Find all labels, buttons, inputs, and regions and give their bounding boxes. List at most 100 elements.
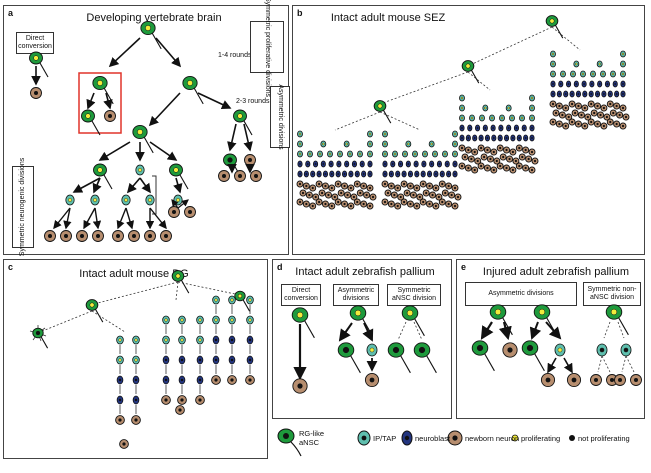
nn-cell <box>347 184 355 192</box>
nb-cell <box>510 134 516 142</box>
tap-cell <box>246 315 254 325</box>
nn-cell <box>616 111 624 119</box>
nb-cell <box>310 170 316 178</box>
nb-cell <box>178 375 186 385</box>
arrow <box>116 207 127 230</box>
nn-cell <box>594 102 602 110</box>
nb-cell <box>582 90 588 98</box>
nn-cell <box>409 191 417 199</box>
nb-cell <box>439 170 445 178</box>
nb-cell <box>459 124 465 132</box>
nb-cell <box>413 160 419 168</box>
nn-cell <box>603 113 611 121</box>
tap-cell <box>620 70 626 78</box>
nb-cell <box>132 375 140 385</box>
rg-cell <box>489 304 513 336</box>
nn-cell <box>590 374 602 386</box>
tap-cell <box>428 140 435 148</box>
nb-cell <box>478 134 484 142</box>
tap-cell <box>459 114 465 122</box>
lineage-line <box>397 321 407 341</box>
symmetric-non-ansc-box: Symmetric non-aNSC division <box>583 282 641 306</box>
nn-cell <box>131 415 141 425</box>
nb-cell <box>558 80 564 88</box>
nn-cell <box>562 122 570 130</box>
nn-cell <box>432 184 440 192</box>
nn-cell <box>360 200 368 208</box>
nb-cell <box>335 170 341 178</box>
nn-cell <box>390 191 398 199</box>
nb-cell <box>607 90 613 98</box>
lineage-line <box>39 310 93 333</box>
panel-letter: a <box>8 8 14 18</box>
nn-cell <box>419 180 427 188</box>
arrow <box>498 321 512 341</box>
nb-cell <box>212 355 220 365</box>
tap-cell <box>590 70 596 78</box>
nb-cell <box>354 170 360 178</box>
nn-cell <box>381 198 389 206</box>
tap-cell <box>560 70 566 78</box>
nn-cell <box>315 198 323 206</box>
nn-cell <box>606 100 614 108</box>
rg-cell <box>92 75 114 105</box>
tap-cell <box>482 104 489 112</box>
nn-cell <box>483 164 491 172</box>
nb-cell <box>397 160 404 168</box>
nn-cell <box>581 104 589 112</box>
nn-cell <box>369 193 377 201</box>
arrow <box>197 92 232 109</box>
rg-cell <box>605 304 629 336</box>
lineage-line <box>177 281 241 296</box>
nn-cell <box>540 372 556 388</box>
nb-cell <box>513 124 520 132</box>
tap-cell <box>228 295 236 305</box>
asymmetric-box: Asymmetric divisions <box>270 84 290 150</box>
arrow <box>103 92 113 110</box>
nn-cell <box>493 157 501 165</box>
tap-cell <box>162 335 170 345</box>
nb-cell <box>446 170 452 178</box>
nn-cell <box>584 113 592 121</box>
nn-cell <box>160 230 172 242</box>
tap-cell <box>367 140 373 148</box>
nn-cell <box>432 202 440 210</box>
panel-letter: b <box>297 8 303 18</box>
nb-cell <box>550 80 556 88</box>
nb-cell <box>359 160 365 168</box>
direct-conversion-box: Direct conversion <box>281 284 321 306</box>
nb-cell <box>523 134 529 142</box>
nn-cell <box>324 191 332 199</box>
rounds-label-1: 1-4 rounds <box>218 52 252 59</box>
nn-cell <box>360 182 368 190</box>
legend-iptap: IP/TAP <box>373 434 397 443</box>
nb-cell <box>573 80 579 88</box>
nn-cell <box>302 182 310 190</box>
nn-cell <box>234 170 246 182</box>
nn-cell <box>619 122 627 130</box>
nb-cell <box>297 160 303 168</box>
nn-cell <box>403 189 411 197</box>
nb-cell <box>405 160 411 168</box>
nn-cell <box>341 200 349 208</box>
tap-cell <box>550 70 556 78</box>
nn-cell <box>531 157 539 165</box>
nn-cell <box>60 230 72 242</box>
rg-cell <box>85 299 104 323</box>
tap-cell <box>459 94 465 102</box>
nb-cell <box>614 90 620 98</box>
lineage-line <box>334 111 381 131</box>
nn-cell <box>292 378 308 394</box>
nn-cell <box>619 104 627 112</box>
tap-cell <box>347 150 353 158</box>
nn-cell <box>331 193 339 201</box>
nn-cell <box>480 153 488 161</box>
nb-cell <box>565 80 572 88</box>
nb-cell <box>529 134 535 142</box>
nn-cell <box>328 184 336 192</box>
nb-cell <box>305 160 311 168</box>
nn-cell <box>245 375 255 385</box>
arrow <box>108 37 141 68</box>
nb-cell <box>361 170 367 178</box>
